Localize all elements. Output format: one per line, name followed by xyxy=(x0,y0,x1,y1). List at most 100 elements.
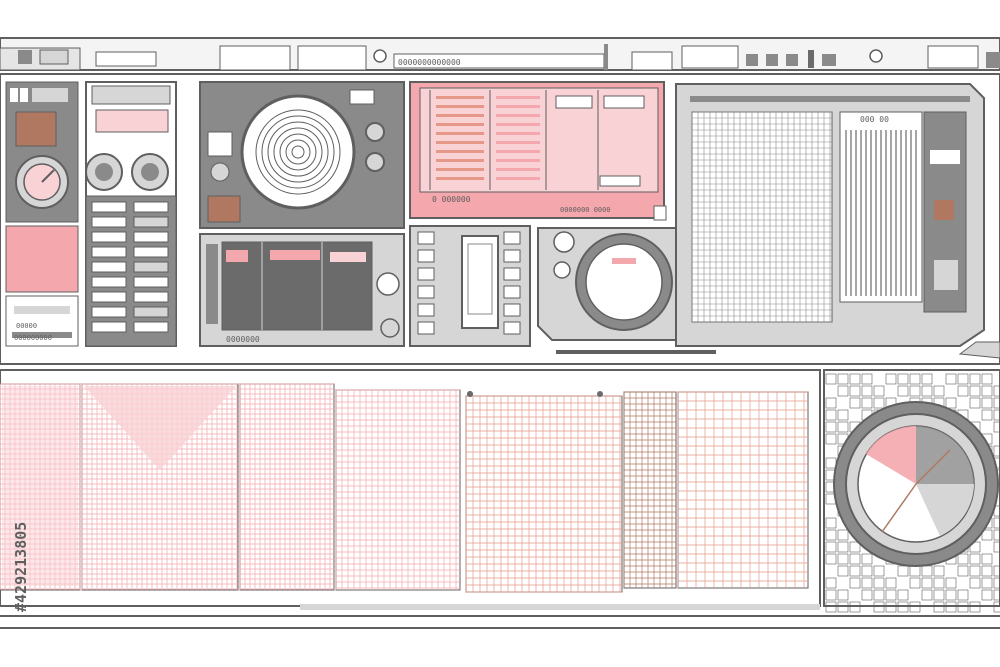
circuit-cell xyxy=(861,385,873,397)
circuit-cell xyxy=(957,373,969,385)
circuit-cell xyxy=(849,577,861,589)
watermark-id-text: #429213805 xyxy=(12,522,30,612)
slot xyxy=(91,276,127,288)
disc-ring xyxy=(267,121,329,183)
circuit-cell xyxy=(849,601,861,613)
circuit-cell xyxy=(873,577,885,589)
form-line xyxy=(496,105,540,108)
circuit-cell xyxy=(825,373,837,385)
circuit-cell xyxy=(945,577,957,589)
form-line xyxy=(436,105,484,108)
form-line xyxy=(496,168,540,171)
circle-indicator-icon xyxy=(373,49,387,63)
circuit-cell xyxy=(837,421,849,433)
graph-sheet xyxy=(677,391,809,589)
keypad-key xyxy=(503,303,521,317)
circuit-cell xyxy=(945,373,957,385)
circuit-cell xyxy=(993,397,1000,409)
circuit-cell xyxy=(969,553,981,565)
circuit-cell xyxy=(909,577,921,589)
circuit-cell xyxy=(861,577,873,589)
form-line xyxy=(496,123,540,126)
disc-ring xyxy=(279,133,317,171)
circuit-cell xyxy=(933,601,945,613)
circuit-cell xyxy=(897,589,909,601)
graph-wash xyxy=(84,386,236,470)
slot xyxy=(91,231,127,243)
circuit-cell xyxy=(825,397,837,409)
pink-panel-footer-text: 0000000 0000 xyxy=(560,206,611,214)
circuit-cell xyxy=(993,565,1000,577)
circuit-cell xyxy=(861,565,873,577)
circuit-cell xyxy=(921,373,933,385)
right-panel-title: 000 00 xyxy=(860,115,889,124)
slot xyxy=(133,306,169,318)
form-line xyxy=(436,168,484,171)
slot-grid xyxy=(91,201,169,333)
circuit-cell xyxy=(969,601,981,613)
dark-screen-panel: 0000000 xyxy=(199,233,405,347)
circuit-cell xyxy=(993,601,1000,613)
circuit-cell xyxy=(885,373,897,385)
circuit-cell xyxy=(933,589,945,601)
circuit-cell xyxy=(873,565,885,577)
pin xyxy=(467,391,473,397)
circuit-cell xyxy=(981,553,993,565)
keypad-key xyxy=(417,249,435,263)
circuit-cell xyxy=(849,385,861,397)
circuit-cell xyxy=(825,409,837,421)
circuit-cell xyxy=(849,397,861,409)
slot xyxy=(133,261,169,273)
keypad-key xyxy=(417,321,435,335)
slot xyxy=(91,291,127,303)
bottom-rail xyxy=(300,604,820,610)
circuit-cell xyxy=(993,385,1000,397)
mid-panel-caption: 0000000 xyxy=(226,335,260,344)
circuit-cell xyxy=(969,397,981,409)
circuit-cell xyxy=(993,541,1000,553)
slot xyxy=(91,201,127,213)
circuit-cell xyxy=(837,589,849,601)
slot xyxy=(133,321,169,333)
slot xyxy=(133,216,169,228)
dial-panel xyxy=(537,227,716,354)
circuit-cell xyxy=(837,529,849,541)
form-line xyxy=(436,159,484,162)
circuit-cell xyxy=(861,589,873,601)
circuit-cell xyxy=(969,373,981,385)
circuit-cell xyxy=(909,373,921,385)
form-line xyxy=(436,96,484,99)
circuit-cell xyxy=(981,397,993,409)
form-line xyxy=(496,132,540,135)
circuit-cell xyxy=(849,565,861,577)
keypad-key xyxy=(503,267,521,281)
form-line xyxy=(496,159,540,162)
circuit-cell xyxy=(897,373,909,385)
keypad-key xyxy=(417,231,435,245)
circuit-cell xyxy=(957,589,969,601)
header-code-text: 0000000000000 xyxy=(398,58,461,67)
circuit-cell xyxy=(921,565,933,577)
circuit-cell xyxy=(825,529,837,541)
circuit-cell xyxy=(933,565,945,577)
circuit-cell xyxy=(849,541,861,553)
left-column-panel: 00000 xyxy=(5,81,79,347)
slot xyxy=(133,291,169,303)
circuit-cell xyxy=(837,601,849,613)
circuit-cell xyxy=(993,529,1000,541)
keypad-key xyxy=(503,321,521,335)
form-line xyxy=(436,114,484,117)
circuit-cell xyxy=(825,541,837,553)
circuit-cell xyxy=(981,373,993,385)
circuit-cell xyxy=(969,577,981,589)
bottom-left-code-text: 000000000 xyxy=(14,334,52,342)
circuit-cell xyxy=(909,385,921,397)
circuit-cell xyxy=(825,457,837,469)
form-line xyxy=(496,96,540,99)
circuit-cell xyxy=(957,385,969,397)
disc-ring xyxy=(291,145,305,159)
circuit-cell xyxy=(981,589,993,601)
slot xyxy=(91,306,127,318)
circuit-cell xyxy=(825,433,837,445)
